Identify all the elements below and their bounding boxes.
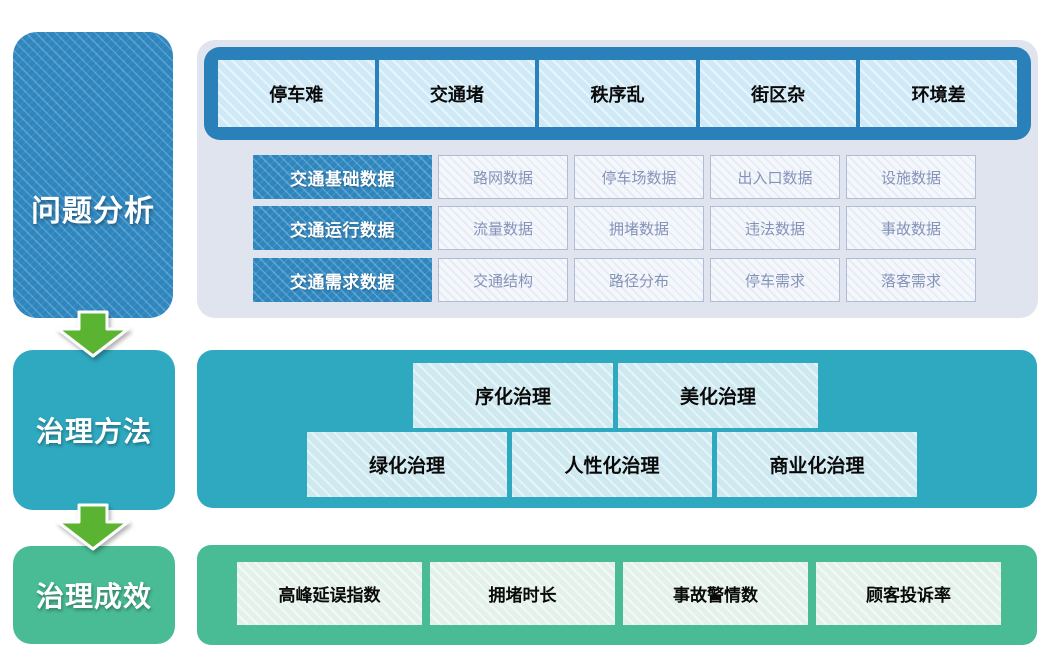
metrics-row: 高峰延误指数 拥堵时长 事故警情数 顾客投诉率 (237, 562, 1001, 625)
data-cell: 交通结构 (438, 258, 568, 302)
down-arrow-icon (56, 503, 130, 551)
issues-bar: 停车难 交通堵 秩序乱 街区杂 环境差 (204, 47, 1031, 140)
method-box-commercial: 商业化治理 (717, 432, 917, 497)
data-cell: 设施数据 (846, 155, 976, 199)
data-row-demand: 交通需求数据 交通结构 路径分布 停车需求 落客需求 (253, 258, 983, 302)
data-cell: 拥堵数据 (574, 206, 704, 250)
method-box-humanize: 人性化治理 (512, 432, 712, 497)
data-cell: 事故数据 (846, 206, 976, 250)
data-cell: 落客需求 (846, 258, 976, 302)
stage-governance-effect: 治理成效 (13, 546, 175, 644)
method-box-beautify: 美化治理 (618, 363, 818, 428)
down-arrow-icon (56, 310, 130, 358)
issue-box-disorder: 秩序乱 (539, 60, 696, 127)
data-cell: 违法数据 (710, 206, 840, 250)
data-row-operation: 交通运行数据 流量数据 拥堵数据 违法数据 事故数据 (253, 206, 983, 250)
method-box-greening: 绿化治理 (307, 432, 507, 497)
governance-method-panel: 序化治理 美化治理 绿化治理 人性化治理 商业化治理 (197, 350, 1037, 508)
metric-box-customer-complaints: 顾客投诉率 (816, 562, 1001, 625)
governance-effect-panel: 高峰延误指数 拥堵时长 事故警情数 顾客投诉率 (197, 545, 1037, 645)
data-cell: 路径分布 (574, 258, 704, 302)
problem-analysis-panel: 停车难 交通堵 秩序乱 街区杂 环境差 交通基础数据 路网数据 停车场数据 出入… (197, 40, 1038, 318)
data-row-basic: 交通基础数据 路网数据 停车场数据 出入口数据 设施数据 (253, 155, 983, 199)
stage-effect-label: 治理成效 (35, 581, 152, 612)
issue-box-congestion: 交通堵 (378, 60, 536, 127)
row-header-basic-data: 交通基础数据 (253, 155, 432, 199)
method-box-ordering: 序化治理 (413, 363, 613, 428)
stage-method-label: 治理方法 (35, 416, 152, 447)
issue-box-parking: 停车难 (218, 60, 375, 127)
metric-box-peak-delay-index: 高峰延误指数 (237, 562, 422, 625)
stage-problem-analysis: 问题分析 (13, 32, 173, 318)
issue-box-block-clutter: 街区杂 (699, 60, 857, 127)
data-cell: 路网数据 (438, 155, 568, 199)
metric-box-congestion-duration: 拥堵时长 (430, 562, 615, 625)
data-cell: 流量数据 (438, 206, 568, 250)
stage-governance-method: 治理方法 (13, 350, 175, 510)
data-cell: 停车需求 (710, 258, 840, 302)
metric-box-accident-alarms: 事故警情数 (623, 562, 808, 625)
data-cell: 出入口数据 (710, 155, 840, 199)
issue-box-environment: 环境差 (860, 60, 1017, 127)
stage-problem-label: 问题分析 (31, 195, 155, 228)
row-header-demand-data: 交通需求数据 (253, 258, 432, 302)
data-cell: 停车场数据 (574, 155, 704, 199)
row-header-operation-data: 交通运行数据 (253, 206, 432, 250)
